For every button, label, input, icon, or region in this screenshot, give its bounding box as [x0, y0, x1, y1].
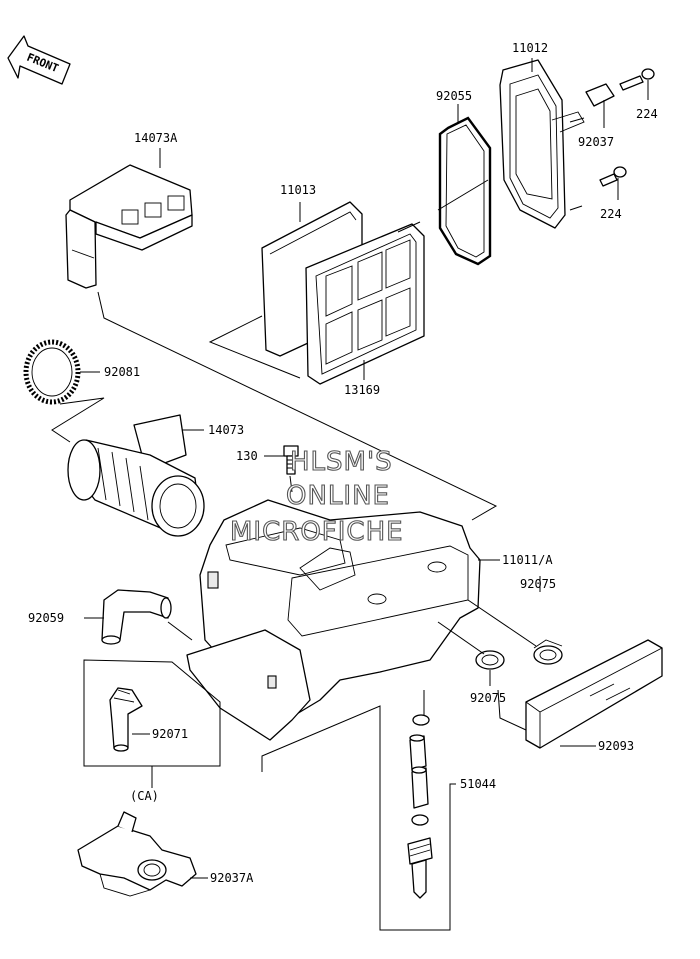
part-92075-grommet-lower [475, 650, 505, 670]
part-92059-hose [101, 589, 172, 645]
part-92075-grommet-right [533, 639, 563, 665]
label-14073: 14073 [208, 423, 244, 437]
label-92081: 92081 [104, 365, 140, 379]
watermark-line-2: ONLINE [286, 481, 390, 511]
label-92075-lower: 92075 [470, 691, 506, 705]
leader-lines [51, 58, 649, 931]
part-92037A-clip [77, 811, 197, 897]
part-51044-drain-assembly [407, 714, 433, 899]
label-224-top: 224 [636, 107, 658, 121]
part-11011A-case [186, 499, 481, 741]
label-92037: 92037 [578, 135, 614, 149]
label-130: 130 [236, 449, 258, 463]
part-92071-hose [109, 687, 143, 752]
part-224-screw-bottom [599, 166, 627, 187]
label-224-bottom: 224 [600, 207, 622, 221]
part-224-screw-top [619, 68, 655, 91]
label-11012: 11012 [512, 41, 548, 55]
label-92055: 92055 [436, 89, 472, 103]
label-92037A: 92037A [210, 871, 254, 885]
label-51044: 51044 [460, 777, 496, 791]
front-arrow-icon: FRONT [7, 35, 71, 85]
label-11013: 11013 [280, 183, 316, 197]
watermark-line-3: MICROFICHE [230, 517, 404, 547]
part-14073-tube [67, 414, 205, 537]
label-CA: (CA) [130, 789, 159, 803]
label-14073A: 14073A [134, 131, 178, 145]
watermark-line-1: HLSM'S [290, 447, 393, 477]
label-92075-right: 92075 [520, 577, 556, 591]
part-130-bolt [283, 445, 299, 475]
label-92093: 92093 [598, 739, 634, 753]
label-92071: 92071 [152, 727, 188, 741]
label-92059: 92059 [28, 611, 64, 625]
part-92093-pad [525, 639, 663, 749]
label-13169: 13169 [344, 383, 380, 397]
part-11012-cover [499, 59, 615, 229]
part-13169-holder [305, 223, 425, 385]
part-92081-clamp [23, 339, 81, 405]
part-labels: 11012 92055 224 92037 224 14073A 11013 1… [28, 41, 658, 885]
part-92055-gasket [438, 116, 492, 266]
label-11011A: 11011/A [502, 553, 553, 567]
watermark: HLSM'S ONLINE MICROFICHE [229, 446, 404, 547]
part-14073A-duct [65, 164, 193, 289]
